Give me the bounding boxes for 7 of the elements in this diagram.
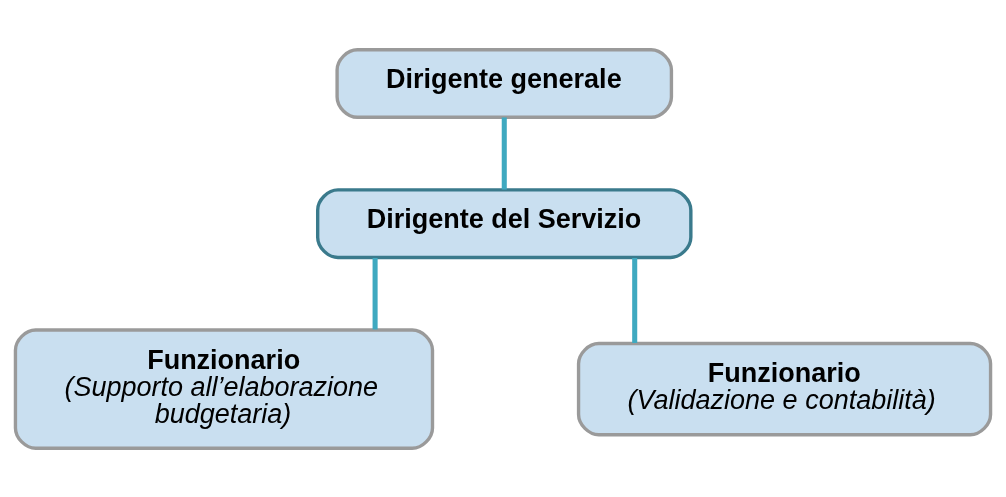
- node-box: Funzionario (Validazione e contabilità): [576, 341, 993, 436]
- node-box: Dirigente generale: [335, 47, 674, 119]
- connector: [632, 257, 638, 343]
- node-box: Dirigente del Servizio: [316, 187, 693, 259]
- node-box: Funzionario (Supporto all’elaborazione budgetaria): [13, 327, 435, 450]
- connector: [501, 116, 507, 190]
- connector: [372, 257, 378, 329]
